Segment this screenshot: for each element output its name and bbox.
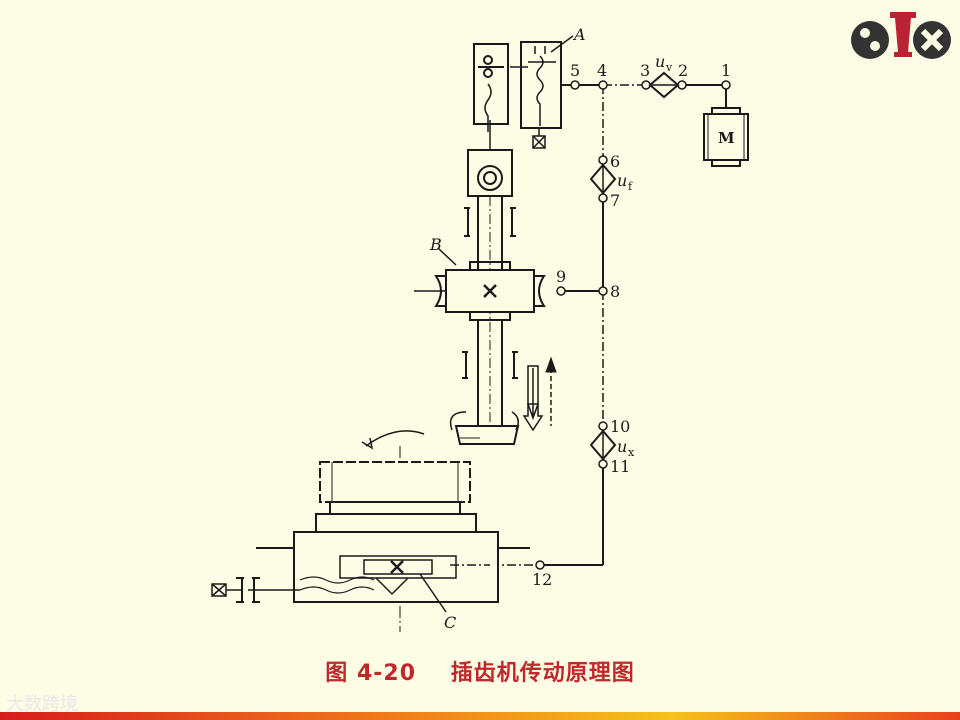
bottom-color-bar [0,712,960,720]
node-label-9: 9 [556,267,566,286]
node-label-8: 8 [610,282,620,301]
ratio-uv-subscript: v [665,61,673,74]
figure-title: 插齿机传动原理图 [450,661,635,686]
logo-icon [851,12,951,59]
transmission-chain [490,84,727,566]
motor-label: M [718,129,735,147]
motor [703,107,749,167]
crank-mechanism [473,35,575,149]
ratio-ux-symbol: u [617,437,627,456]
ratio-diamond-uv [648,71,680,99]
label-A: A [572,25,586,44]
ratio-ux-subscript: x [628,446,635,459]
figure-caption: 图 4-20 插齿机传动原理图 [0,655,960,687]
gear-shaper-transmission-diagram: A B C M 1 2 3 4 5 6 7 8 9 10 11 12 u v u… [211,25,749,632]
ratio-uf-symbol: u [617,171,627,190]
ratio-uv-symbol: u [655,52,665,71]
figure-number: 图 4-20 [325,661,417,686]
node-label-4: 4 [597,61,607,80]
node-label-12: 12 [532,570,552,589]
label-B: B [429,235,442,254]
node-label-10: 10 [610,417,630,436]
node-label-6: 6 [610,152,620,171]
cutter-spindle [414,120,557,445]
ratio-diamond-uf [589,163,617,195]
node-label-11: 11 [610,457,630,476]
node-label-7: 7 [610,191,620,210]
node-label-5: 5 [570,61,580,80]
ratio-diamond-ux [589,429,617,461]
watermark: 大数跨境 [6,694,78,715]
worktable [211,430,530,632]
node-label-1: 1 [721,61,731,80]
node-label-2: 2 [678,61,688,80]
node-label-3: 3 [640,61,650,80]
chain-nodes [535,80,731,570]
label-C: C [444,613,456,632]
ratio-uf-subscript: f [628,180,633,193]
